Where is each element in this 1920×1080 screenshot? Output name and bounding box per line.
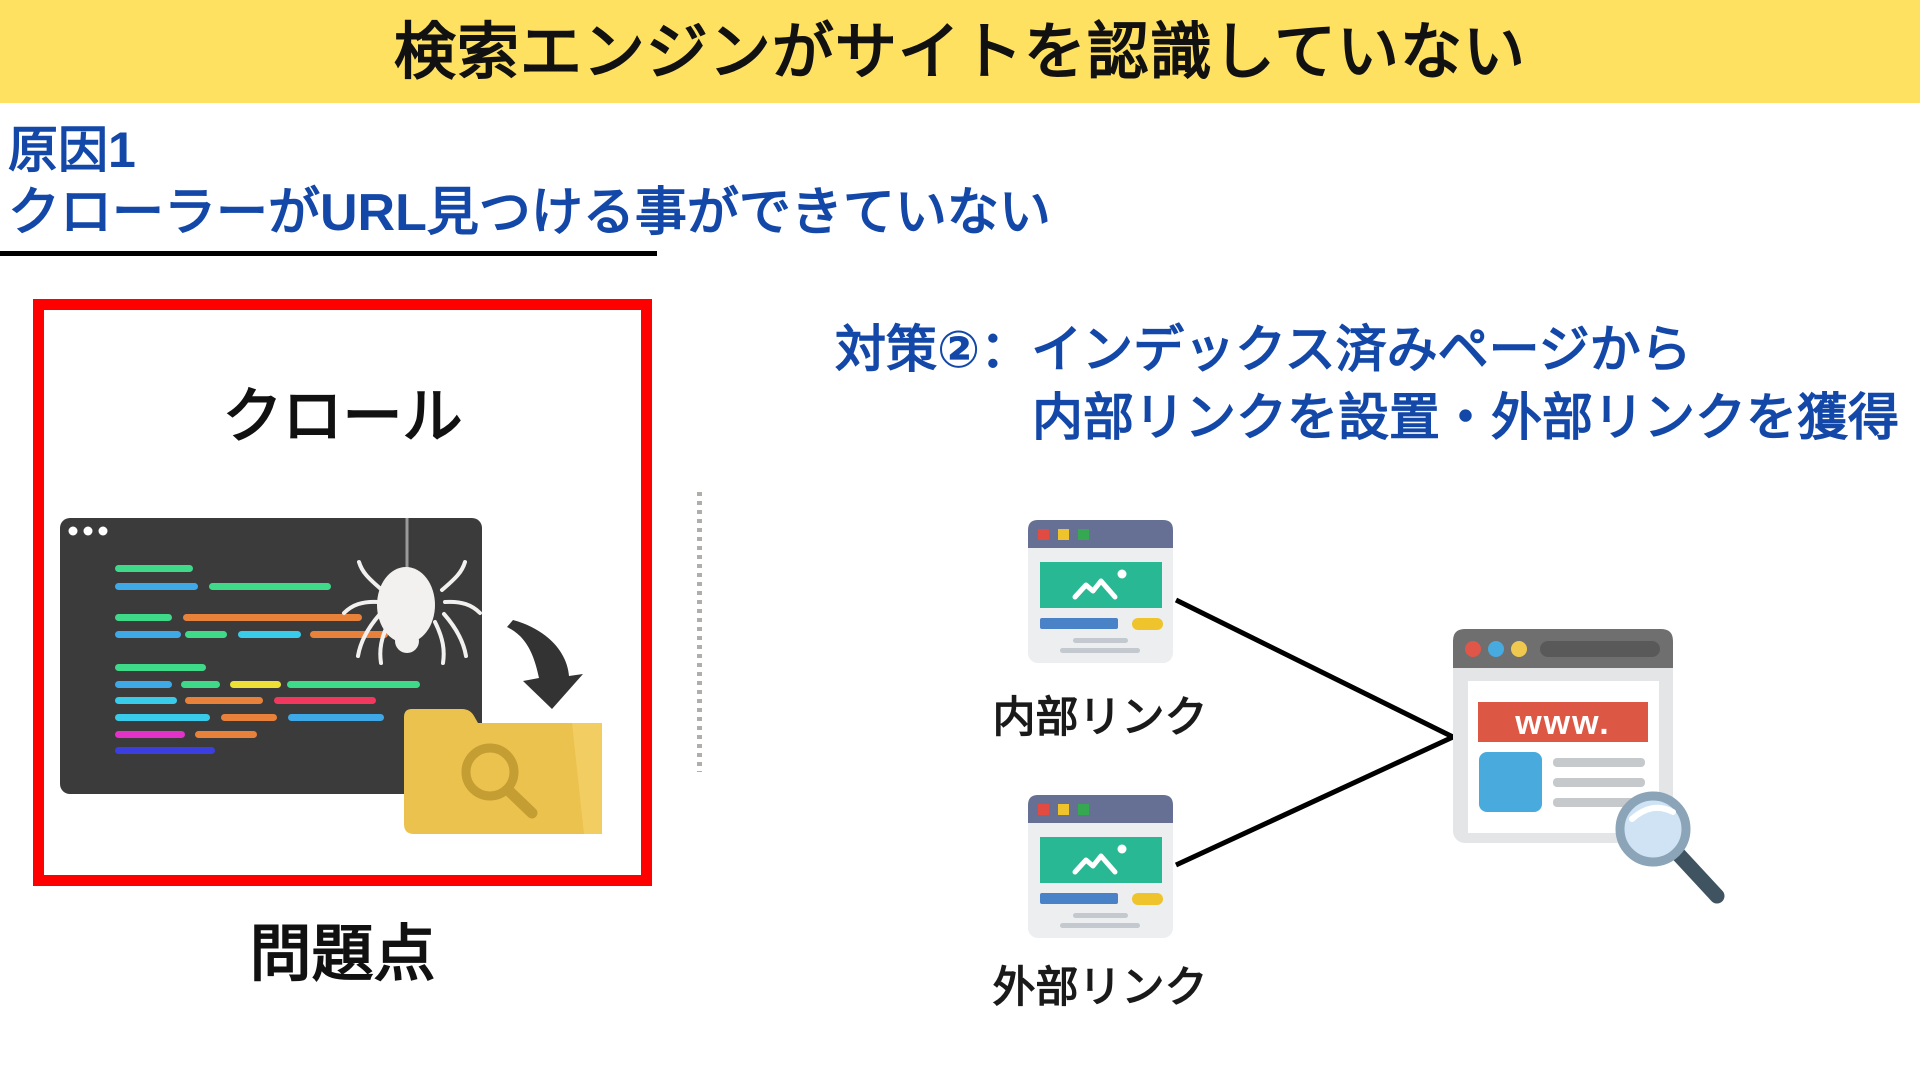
target-site-icon: www.	[1453, 629, 1725, 904]
problem-caption: 問題点	[249, 920, 436, 989]
cause-description: クローラーがURL見つける事ができていない	[8, 184, 1051, 242]
page-title: 検索エンジンがサイトを認識していない	[393, 18, 1527, 87]
browser-card-external-icon	[1028, 795, 1173, 938]
browser-card-internal-icon	[1028, 520, 1173, 663]
cause-underline	[0, 251, 657, 256]
magnifier-icon	[1615, 791, 1725, 904]
external-link-label: 外部リンク	[992, 964, 1208, 1012]
solution-heading-line2: 内部リンクを設置・外部リンクを獲得	[1032, 389, 1900, 446]
solution-heading-line1: 対策②：インデックス済みページから	[835, 321, 1692, 378]
title-banner: 検索エンジンがサイトを認識していない	[0, 0, 1920, 103]
crawl-label: クロール	[222, 383, 463, 450]
vertical-divider-icon	[697, 492, 702, 772]
cause-label: 原因1	[8, 122, 136, 178]
www-label: www.	[1514, 704, 1611, 742]
internal-link-label: 内部リンク	[992, 694, 1208, 742]
